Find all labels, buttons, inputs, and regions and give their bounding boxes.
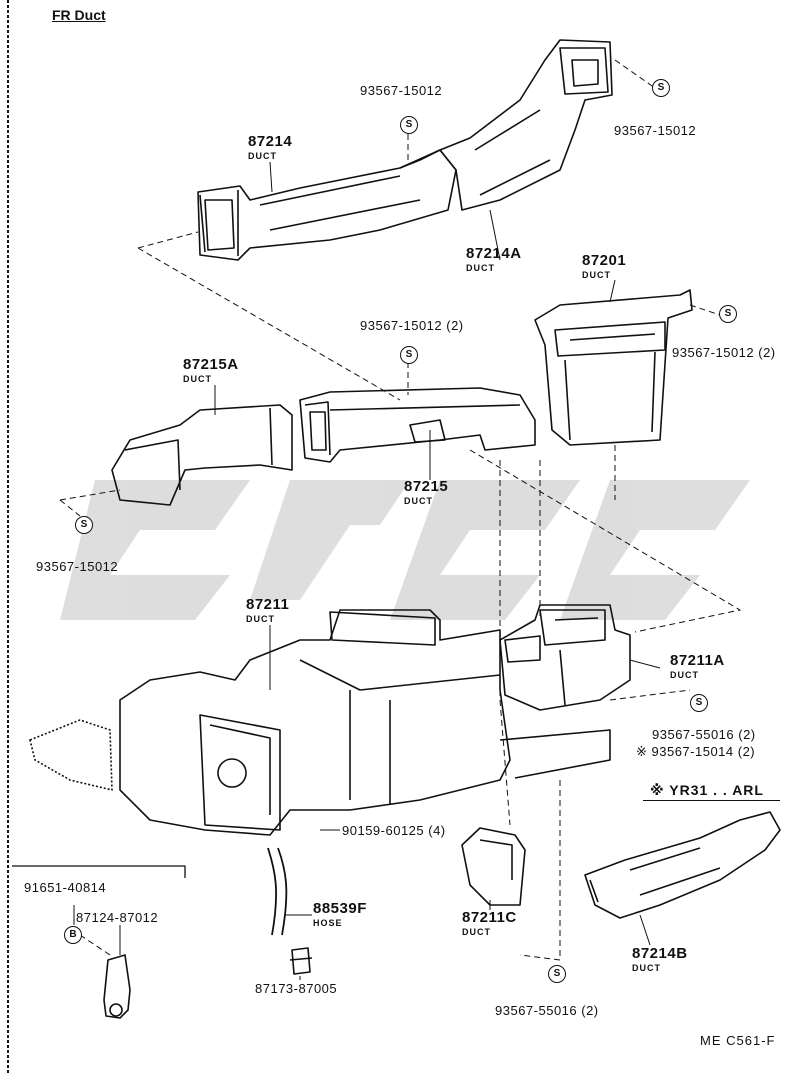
fastener-label: 93567-15012	[360, 83, 443, 98]
fastener-label: ※ 93567-15014 (2)	[636, 744, 756, 759]
screw-symbol: S	[719, 305, 737, 323]
part-desc: DUCT	[246, 614, 275, 624]
duct-87214b-drawing	[584, 811, 781, 919]
part-desc: DUCT	[462, 927, 491, 937]
part-number: 87211	[246, 596, 290, 613]
bracket-drawing	[103, 954, 131, 1019]
bracket-hole	[109, 1003, 123, 1017]
page-title: FR Duct	[52, 7, 106, 23]
hose-88539f-drawing	[267, 847, 288, 936]
part-desc: HOSE	[313, 918, 343, 928]
part-number: 87211C	[462, 909, 517, 926]
duct-87211a-drawing	[499, 604, 631, 779]
part-number: 87214B	[632, 945, 688, 962]
part-number: 87214A	[466, 245, 522, 262]
fastener-label: 91651-40814	[24, 880, 107, 895]
fastener-label: 87173-87005	[255, 981, 338, 996]
part-number: 87215	[404, 478, 449, 495]
watermark-logo	[60, 480, 750, 620]
part-number: 88539F	[313, 900, 367, 917]
part-label-87211: 87211 DUCT	[246, 596, 290, 626]
bolt-symbol: B	[64, 926, 82, 944]
part-label-87214a: 87214A DUCT	[466, 245, 522, 275]
screw-symbol: S	[400, 116, 418, 134]
duct-87215-drawing	[299, 387, 536, 463]
grommet-drawing	[289, 947, 313, 975]
part-desc: DUCT	[632, 963, 661, 973]
part-desc: DUCT	[404, 496, 433, 506]
part-label-87211a: 87211A DUCT	[670, 652, 725, 682]
part-label-87215a: 87215A DUCT	[183, 356, 239, 386]
duct-87201-drawing	[534, 289, 693, 446]
part-desc: DUCT	[183, 374, 212, 384]
fastener-label: 93567-15012	[36, 559, 119, 574]
fastener-label: 93567-15012	[614, 123, 697, 138]
part-number: 87214	[248, 133, 293, 150]
part-desc: DUCT	[248, 151, 277, 161]
part-desc: DUCT	[466, 263, 495, 273]
duct-87214-drawing	[197, 149, 457, 261]
screw-symbol: S	[400, 346, 418, 364]
variant-note: ※ YR31 . . ARL	[650, 782, 764, 798]
drawing-code: ME C561-F	[700, 1033, 776, 1048]
screw-symbol: S	[75, 516, 93, 534]
fastener-label: 93567-15012 (2)	[360, 318, 464, 333]
duct-87214a-drawing	[439, 39, 613, 211]
part-desc: DUCT	[670, 670, 699, 680]
part-number: 87215A	[183, 356, 239, 373]
fastener-label: 93567-15012 (2)	[672, 345, 776, 360]
part-number: 87201	[582, 252, 627, 269]
part-label-87201: 87201 DUCT	[582, 252, 627, 282]
duct-87215a-drawing	[111, 404, 293, 506]
part-label-87211c: 87211C DUCT	[462, 909, 517, 939]
part-label-88539f: 88539F HOSE	[313, 900, 367, 930]
screw-symbol: S	[690, 694, 708, 712]
part-label-87214b: 87214B DUCT	[632, 945, 688, 975]
fastener-label: 87124-87012	[76, 910, 159, 925]
screw-symbol: S	[548, 965, 566, 983]
fastener-label: 93567-55016 (2)	[652, 727, 756, 742]
duct-87211c-drawing	[461, 827, 526, 906]
fastener-label: 90159-60125 (4)	[342, 823, 446, 838]
fastener-label: 93567-55016 (2)	[495, 1003, 599, 1018]
inset-box	[12, 865, 186, 878]
part-label-87215: 87215 DUCT	[404, 478, 449, 508]
part-label-87214: 87214 DUCT	[248, 133, 293, 163]
part-number: 87211A	[670, 652, 725, 669]
variant-note-underline	[643, 800, 780, 801]
part-desc: DUCT	[582, 270, 611, 280]
screw-symbol: S	[652, 79, 670, 97]
